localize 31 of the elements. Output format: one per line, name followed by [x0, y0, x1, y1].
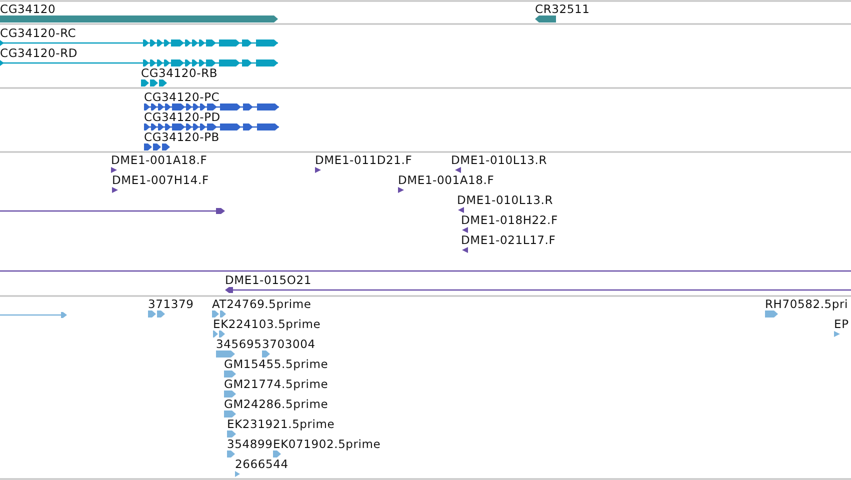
feature-label: CG34120-PC: [144, 90, 220, 104]
feature-label: 371379: [148, 297, 194, 311]
feature-label: GM15455.5prime: [224, 357, 328, 371]
feature-label: CG34120-PD: [144, 110, 220, 124]
feature-label: DME1-010L13.R: [457, 193, 554, 207]
feature-label: EK231921.5prime: [227, 417, 335, 431]
feature-label: CG34120-RB: [141, 66, 218, 80]
feature-label: DME1-010L13.R: [451, 153, 548, 167]
feature-label: CG34120-RD: [0, 46, 78, 60]
feature-label: CG34120-PB: [144, 130, 220, 144]
feature-label: CG34120-RC: [0, 26, 76, 40]
feature-label: 3703004: [262, 337, 316, 351]
feature-label: CR32511: [535, 2, 590, 16]
feature-label: GM21774.5prime: [224, 377, 328, 391]
feature-label: DME1-011D21.F: [315, 153, 412, 167]
feature-label: EK071902.5prime: [273, 437, 381, 451]
feature-label: DME1-015O21: [225, 273, 312, 287]
feature-label: 354899: [227, 437, 273, 451]
feature-label: RH70582.5pri: [765, 297, 848, 311]
feature-label: DME1-021L17.F: [461, 233, 556, 247]
feature-label: DME1-018H22.F: [461, 213, 558, 227]
feature-label: CG34120: [0, 2, 56, 16]
feature-label: EP: [834, 317, 849, 331]
feature-label: AT24769.5prime: [212, 297, 312, 311]
feature-label: 2666544: [235, 457, 288, 471]
feature-label: DME1-001A18.F: [398, 173, 494, 187]
feature-label: DME1-007H14.F: [112, 173, 209, 187]
feature-label: 345695: [216, 337, 262, 351]
feature-label: DME1-001A18.F: [111, 153, 208, 167]
feature-label: GM24286.5prime: [224, 397, 328, 411]
feature-label: EK224103.5prime: [213, 317, 321, 331]
